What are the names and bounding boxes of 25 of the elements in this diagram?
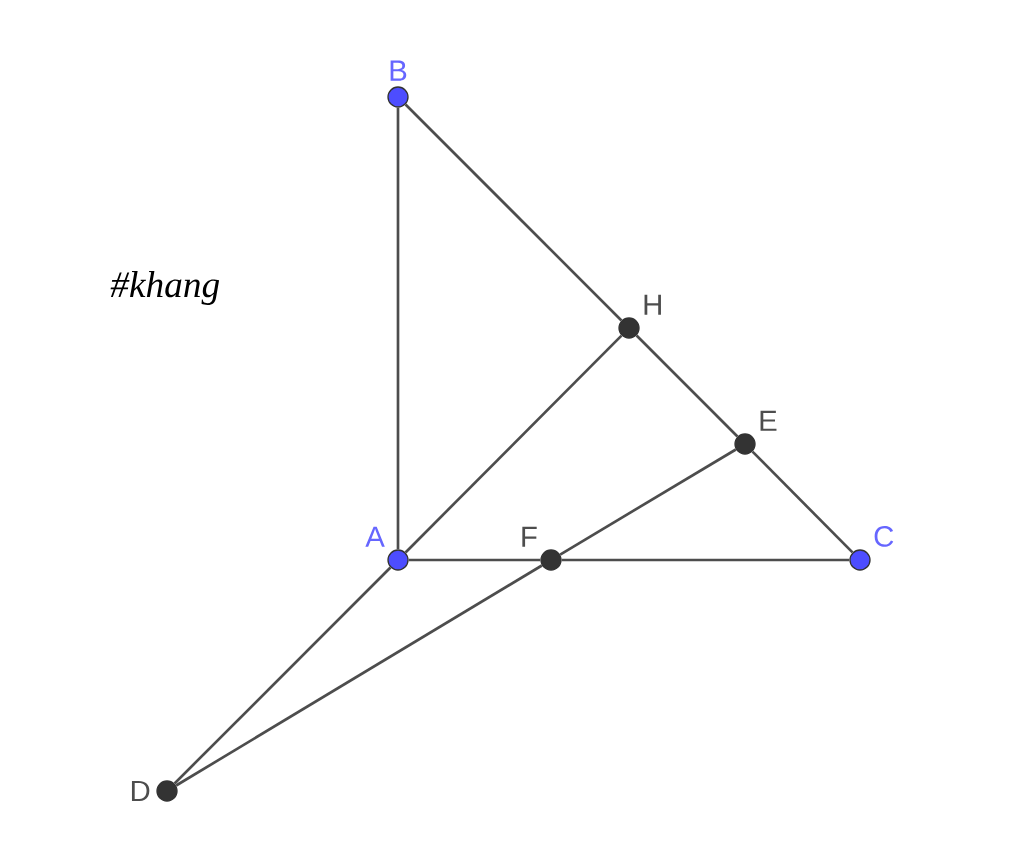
node-label: H: [644, 294, 661, 315]
node-label: C: [874, 526, 894, 547]
node-label: F: [522, 526, 537, 547]
line-segment: [751, 450, 854, 554]
line-segment: [561, 558, 850, 562]
labeled-point: H: [618, 294, 661, 339]
labeled-point: B: [387, 60, 409, 108]
line-segment: [173, 566, 392, 785]
labeled-point: C: [849, 526, 894, 571]
line-segment: [404, 103, 623, 322]
line-segment: [396, 107, 400, 550]
node-label: B: [390, 60, 407, 81]
line-segment: [175, 564, 543, 787]
labeled-point: E: [734, 410, 777, 455]
node-label: A: [365, 526, 385, 547]
line-segment: [404, 334, 623, 554]
line-segment: [408, 558, 541, 562]
node-label: E: [760, 410, 777, 431]
line-segment: [635, 334, 739, 438]
line-segment: [559, 448, 737, 556]
hashtag-text: #khang: [110, 271, 220, 305]
labeled-point: A: [365, 526, 409, 571]
labeled-point: D: [131, 780, 178, 802]
labeled-point: F: [522, 526, 562, 571]
node-label: D: [131, 780, 150, 802]
